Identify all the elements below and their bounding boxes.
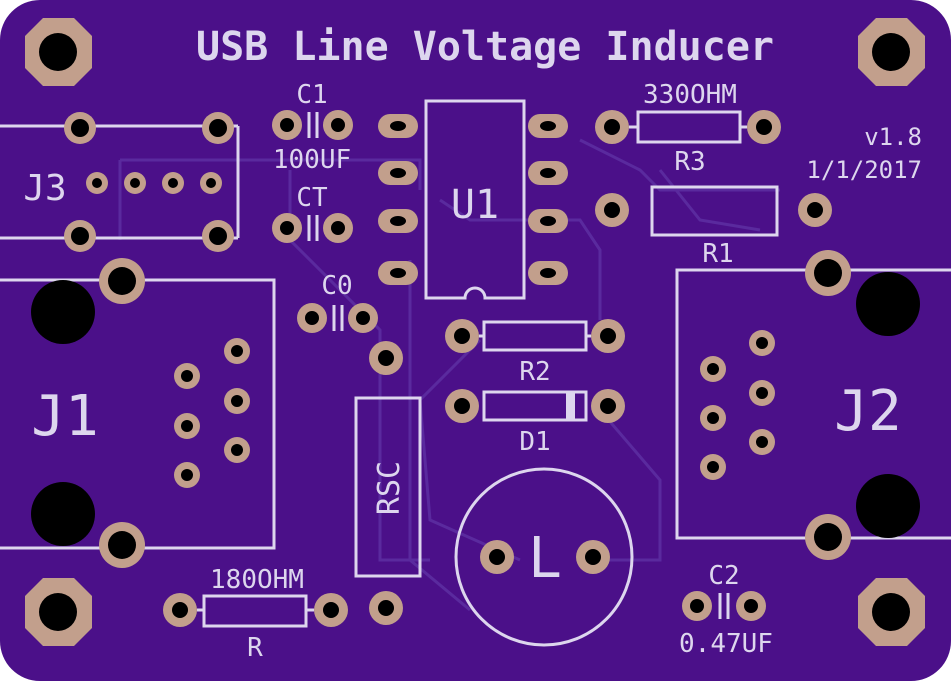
ct-ref: CT: [296, 183, 328, 213]
resistor-r: 180OHM R: [163, 565, 348, 663]
resistor-r2: R2: [445, 319, 625, 387]
c2-value: 0.47UF: [679, 629, 773, 659]
board-date: 1/1/2017: [806, 156, 922, 184]
connector-j1: J1: [0, 258, 276, 568]
r2-ref: R2: [519, 357, 550, 387]
inductor-l: L: [454, 467, 634, 647]
r-value: 180OHM: [210, 565, 304, 595]
resistor-r1: R1: [595, 185, 832, 269]
rsc-ref: RSC: [372, 461, 407, 515]
j1-label: J1: [31, 384, 98, 449]
r3-value: 330OHM: [643, 80, 737, 110]
board-title: USB Line Voltage Inducer: [196, 24, 774, 70]
connector-j2: J2: [675, 250, 951, 560]
inductor-ref: L: [528, 526, 562, 591]
c1-value: 100UF: [273, 145, 351, 175]
mounting-hole-bl: [25, 578, 92, 646]
c1-ref: C1: [296, 80, 327, 110]
r-ref: R: [247, 633, 263, 663]
c2-ref: C2: [708, 561, 739, 591]
resistor-r3: 330OHM R3: [595, 80, 781, 177]
j2-label: J2: [834, 379, 901, 444]
j3-label: J3: [23, 168, 66, 209]
r3-ref: R3: [674, 147, 705, 177]
c0-ref: C0: [321, 271, 352, 301]
diode-d1: D1: [445, 389, 625, 457]
capacitor-c0: C0: [297, 271, 378, 333]
connector-j3: J3: [0, 112, 240, 252]
capacitor-c2: C2 0.47UF: [679, 561, 773, 659]
mounting-hole-br: [858, 578, 925, 646]
mounting-hole-tr: [858, 18, 925, 86]
ic-u1: U1: [378, 99, 568, 300]
u1-ref: U1: [451, 182, 499, 228]
board-version: v1.8: [864, 123, 922, 151]
d1-ref: D1: [519, 427, 550, 457]
resistor-rsc: RSC: [354, 396, 422, 625]
r1-ref: R1: [702, 239, 733, 269]
capacitor-ct: CT: [272, 183, 353, 243]
capacitor-c1: C1 100UF: [272, 80, 353, 175]
mounting-hole-tl: [25, 18, 92, 86]
